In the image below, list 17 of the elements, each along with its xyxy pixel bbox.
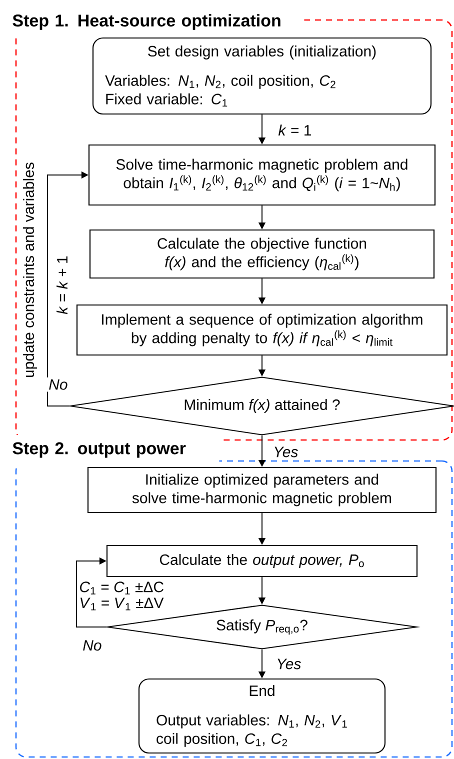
terminal-box: End Output variables: N$_{1}$, N$_{2}$, V$_{1}$ coil position, C$_{1}$, C$_{2}$ [138,678,386,754]
edge-label: k = 1 [276,122,314,138]
node-label: Step 2. output power [12,442,186,458]
edge-label: No [80,638,104,653]
process-box: Initialize optimized parameters and solve time-harmonic magnetic problem [87,466,437,514]
process-box: Solve time-harmonic magnetic problem and obtain I$_{1}$$^{(k)}$, I$_{2}$$^{(k)}$, θ$_{12}$$^{(k)}$ and Q$_{i}$$^{(k)}$ (i = 1~N$_{h}$) [88,144,436,206]
process-box: Calculate the output power, P$_{o}$ [106,544,418,578]
loop-note: C$_{1}$ = C$_{1}$ ±ΔC [80,582,164,594]
edge-label: Yes [271,444,300,460]
terminal-box: Set design variables (initialization) Variables: N$_{1}$, N$_{2}$, coil position, C$_{2}$ Fixed variable: C$_{1}$ [92,37,432,115]
arrow [76,557,107,628]
loop-note: k = k + 1 [56,256,68,314]
edge-label: Yes [274,656,304,672]
edge-label: No [46,377,70,392]
loop-note: update constraints and variables [23,162,37,378]
process-box: Implement a sequence of optimization algorithm by adding penalty to f(x) if η$_{cal}$$^{(k)}$ < η$_{limit}$ [76,304,448,356]
process-box: Calculate the objective function f(x) and the efficiency (η$_{cal}$$^{(k)}$) [89,229,435,279]
